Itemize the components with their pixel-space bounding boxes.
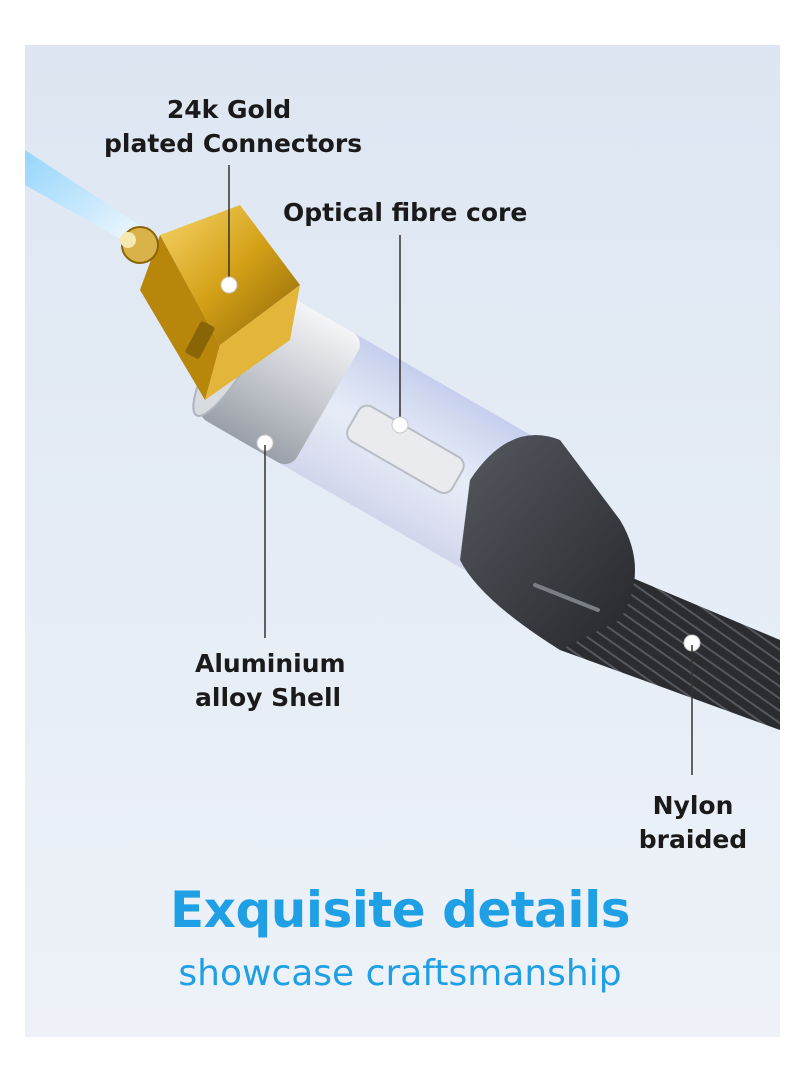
label-aluminium-line2: alloy Shell [195, 683, 342, 712]
label-aluminium-line1: Aluminium [195, 649, 346, 678]
label-fibre-core: Optical fibre core [283, 196, 527, 230]
label-gold-connectors: 24k Gold plated Connectors [104, 93, 363, 161]
light-beam [25, 150, 150, 250]
callout-fibre [391, 235, 409, 434]
cable-sleeve [460, 435, 635, 650]
label-nylon-line1: Nylon [652, 791, 734, 820]
label-nylon-line2: braided [638, 825, 748, 854]
fibre-core [346, 404, 465, 494]
label-fibre-line1: Optical fibre core [283, 198, 528, 227]
callout-nylon [683, 634, 701, 775]
gold-connector [120, 205, 300, 400]
label-aluminium-shell: Aluminium alloy Shell [195, 647, 346, 715]
product-panel [25, 45, 780, 1037]
label-nylon-braided: Nylon braided [628, 789, 758, 857]
headline: Exquisite details [170, 881, 630, 939]
callout-gold [220, 165, 238, 294]
subline: showcase craftsmanship [178, 953, 622, 994]
label-gold-line2: plated Connectors [104, 129, 363, 158]
callout-aluminium [256, 434, 274, 638]
label-gold-line1: 24k Gold [166, 95, 292, 124]
